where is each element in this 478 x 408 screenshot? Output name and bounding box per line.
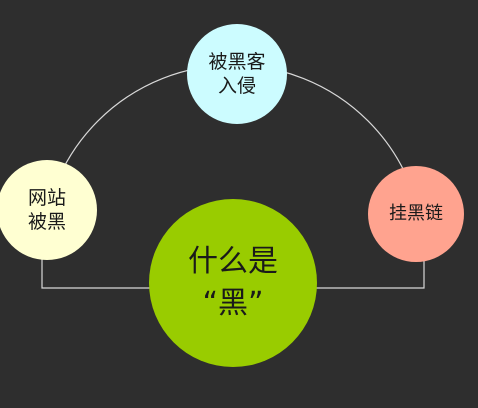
node-site-hacked-line2: 被黑 bbox=[27, 211, 66, 233]
node-what-is-black-line1: 什么是 bbox=[188, 244, 278, 279]
node-black-links: 挂黑链 bbox=[368, 166, 464, 262]
node-hacker-intrusion-line1: 被黑客 bbox=[208, 51, 266, 73]
node-what-is-black-line2: “黑” bbox=[202, 286, 264, 321]
node-site-hacked: 网站 被黑 bbox=[0, 160, 97, 260]
node-what-is-black: 什么是 “黑” bbox=[149, 199, 317, 367]
node-hacker-intrusion: 被黑客 入侵 bbox=[187, 24, 287, 124]
node-black-links-line1: 挂黑链 bbox=[389, 203, 443, 224]
node-hacker-intrusion-line2: 入侵 bbox=[217, 75, 256, 97]
node-site-hacked-line1: 网站 bbox=[27, 187, 66, 209]
